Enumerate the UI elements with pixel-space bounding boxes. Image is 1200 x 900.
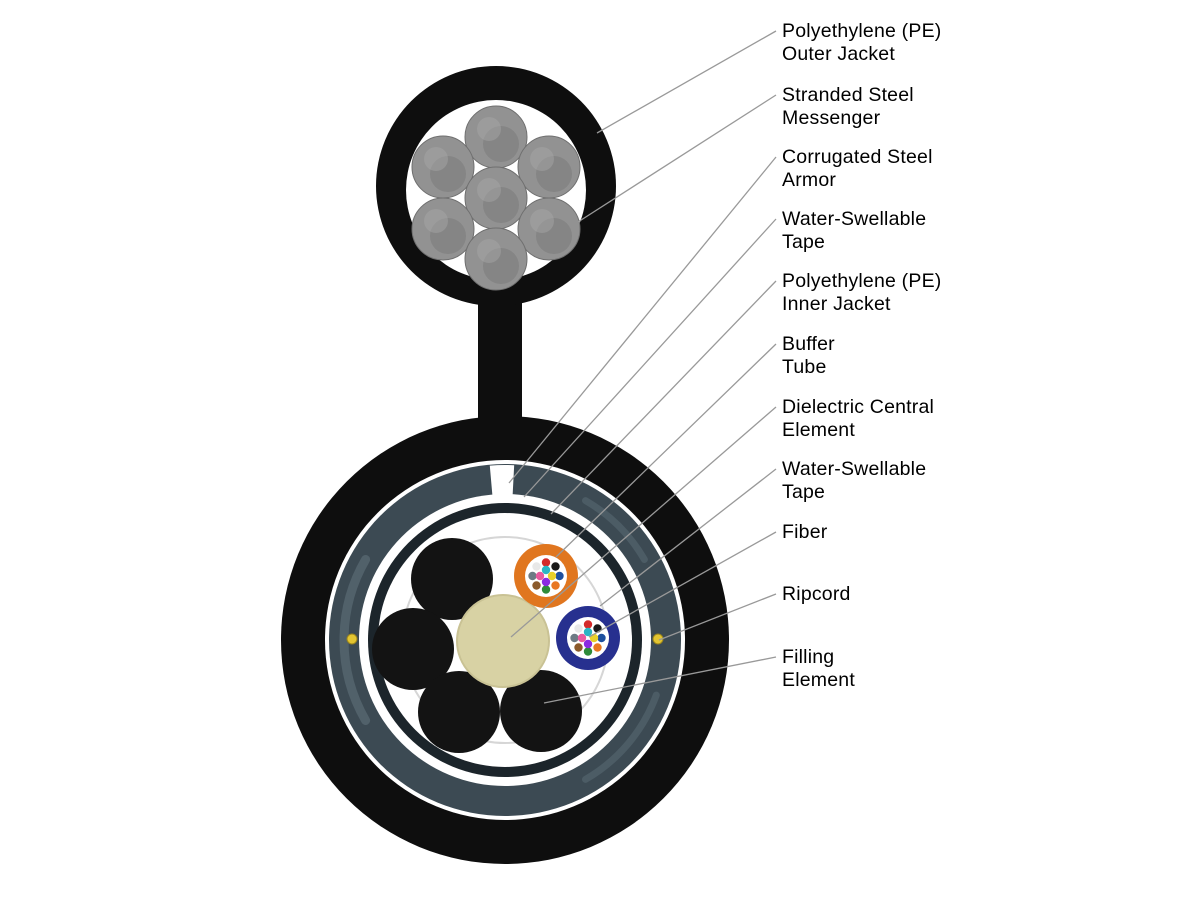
label-pe-outer-jacket: Polyethylene (PE) Outer Jacket bbox=[782, 20, 942, 65]
leader-line-filling-element bbox=[543, 656, 777, 704]
leader-line-fiber bbox=[588, 531, 777, 638]
fiber-dot bbox=[541, 565, 551, 575]
fiber-dot bbox=[535, 571, 545, 581]
filling-element-rod bbox=[418, 671, 500, 753]
label-pe-inner-jacket: Polyethylene (PE) Inner Jacket bbox=[782, 270, 942, 315]
filling-element-rod bbox=[411, 538, 493, 620]
fiber-dot bbox=[577, 633, 587, 643]
steel-wire bbox=[411, 197, 475, 261]
steel-wire bbox=[517, 197, 581, 261]
label-corrugated-steel-armor: Corrugated Steel Armor bbox=[782, 146, 933, 191]
fiber-dot bbox=[541, 558, 551, 567]
fiber-dot bbox=[541, 577, 551, 587]
fiber-dot bbox=[583, 627, 593, 637]
leader-lines bbox=[508, 30, 777, 704]
leader-line-pe-outer-jacket bbox=[596, 30, 777, 134]
fiber-dot bbox=[532, 562, 541, 571]
label-water-swellable-tape-inner: Water-Swellable Tape bbox=[782, 458, 927, 503]
fiber-dot bbox=[551, 581, 560, 590]
leader-line-buffer-tube bbox=[555, 343, 777, 558]
steel-wire bbox=[464, 105, 528, 169]
fiber-dot bbox=[570, 633, 579, 643]
ripcord-left bbox=[346, 633, 358, 645]
buffer-tube-blue bbox=[556, 606, 620, 670]
fiber-dot bbox=[574, 643, 583, 652]
label-fiber: Fiber bbox=[782, 521, 828, 543]
fiber-dot bbox=[589, 633, 599, 643]
fiber-dot bbox=[574, 624, 583, 633]
label-buffer-tube: Buffer Tube bbox=[782, 333, 835, 378]
fiber-dot bbox=[547, 571, 557, 581]
fiber-dot bbox=[532, 581, 541, 590]
filling-element-rod bbox=[372, 608, 454, 690]
leader-line-stranded-steel-messenger bbox=[577, 94, 777, 223]
label-filling-element: Filling Element bbox=[782, 646, 855, 691]
steel-wire bbox=[411, 135, 475, 199]
fiber-dot bbox=[551, 562, 560, 571]
leader-line-pe-inner-jacket bbox=[550, 280, 777, 515]
fiber-dot bbox=[555, 571, 564, 581]
label-ripcord: Ripcord bbox=[782, 583, 851, 605]
fiber-dot bbox=[583, 647, 593, 656]
steel-wire bbox=[464, 166, 528, 230]
steel-wire bbox=[517, 135, 581, 199]
leader-line-corrugated-steel-armor bbox=[508, 156, 777, 484]
leader-line-ripcord bbox=[658, 593, 777, 641]
fiber-dot bbox=[593, 643, 602, 652]
fiber-dot bbox=[583, 620, 593, 629]
fiber-dot bbox=[541, 585, 551, 594]
label-stranded-steel-messenger: Stranded Steel Messenger bbox=[782, 84, 914, 129]
steel-wire bbox=[464, 227, 528, 291]
armor-highlight-arc bbox=[339, 555, 371, 725]
stranded-steel-wires bbox=[411, 105, 581, 291]
fiber-dot bbox=[528, 571, 537, 581]
armor-seam-notch bbox=[489, 465, 515, 496]
leader-line-water-swellable-tape-outer bbox=[523, 218, 777, 498]
label-water-swellable-tape-outer: Water-Swellable Tape bbox=[782, 208, 927, 253]
fiber-dot bbox=[583, 639, 593, 649]
label-dielectric-central-element: Dielectric Central Element bbox=[782, 396, 935, 441]
buffer-tube-orange bbox=[514, 544, 578, 608]
leader-line-dielectric-central-element bbox=[510, 406, 777, 638]
fiber-dot bbox=[597, 633, 606, 643]
filling-element-rod bbox=[500, 670, 582, 752]
armor-highlight-arc bbox=[582, 497, 648, 563]
fiber-dot bbox=[593, 624, 602, 633]
armor-highlight-arc bbox=[582, 691, 660, 783]
leader-line-water-swellable-tape-inner bbox=[599, 468, 777, 607]
dielectric-central-element bbox=[456, 594, 550, 688]
